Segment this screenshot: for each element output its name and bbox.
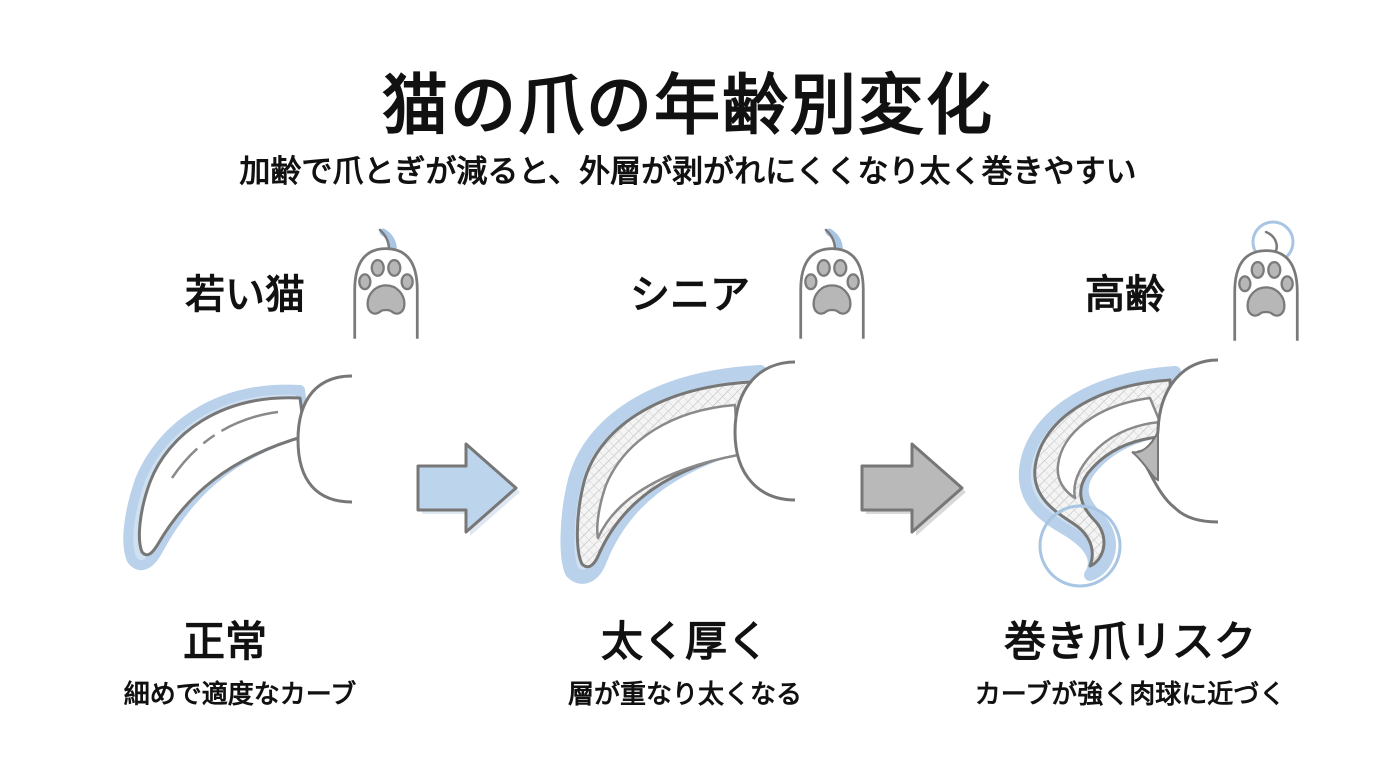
paw-icon bbox=[799, 228, 865, 341]
claw-icon bbox=[560, 360, 796, 584]
stage-label-senior: シニア bbox=[630, 272, 750, 318]
claw-icon bbox=[1018, 358, 1219, 581]
paw-icon bbox=[1233, 220, 1299, 343]
arrow-right-icon bbox=[416, 442, 520, 536]
page-title: 猫の爪の年齢別変化 bbox=[382, 67, 994, 144]
result-label-thick: 太く厚く bbox=[600, 617, 769, 666]
paw-icon bbox=[353, 228, 419, 341]
description-senior: 層が重なり太くなる bbox=[567, 680, 802, 710]
stage-label-elderly: 高齢 bbox=[1085, 272, 1165, 318]
highlight-circle-icon bbox=[1038, 504, 1122, 588]
description-young: 細めで適度なカーブ bbox=[123, 680, 357, 710]
stage-label-young: 若い猫 bbox=[185, 272, 305, 318]
result-label-ingrown-risk: 巻き爪リスク bbox=[1003, 617, 1256, 666]
page-subtitle: 加齢で爪とぎが減ると、外層が剥がれにくくなり太く巻きやすい bbox=[239, 154, 1137, 190]
result-label-normal: 正常 bbox=[182, 617, 267, 666]
claw-icon bbox=[123, 374, 353, 571]
description-elderly: カーブが強く肉球に近づく bbox=[974, 680, 1286, 710]
arrow-right-icon bbox=[860, 442, 966, 536]
